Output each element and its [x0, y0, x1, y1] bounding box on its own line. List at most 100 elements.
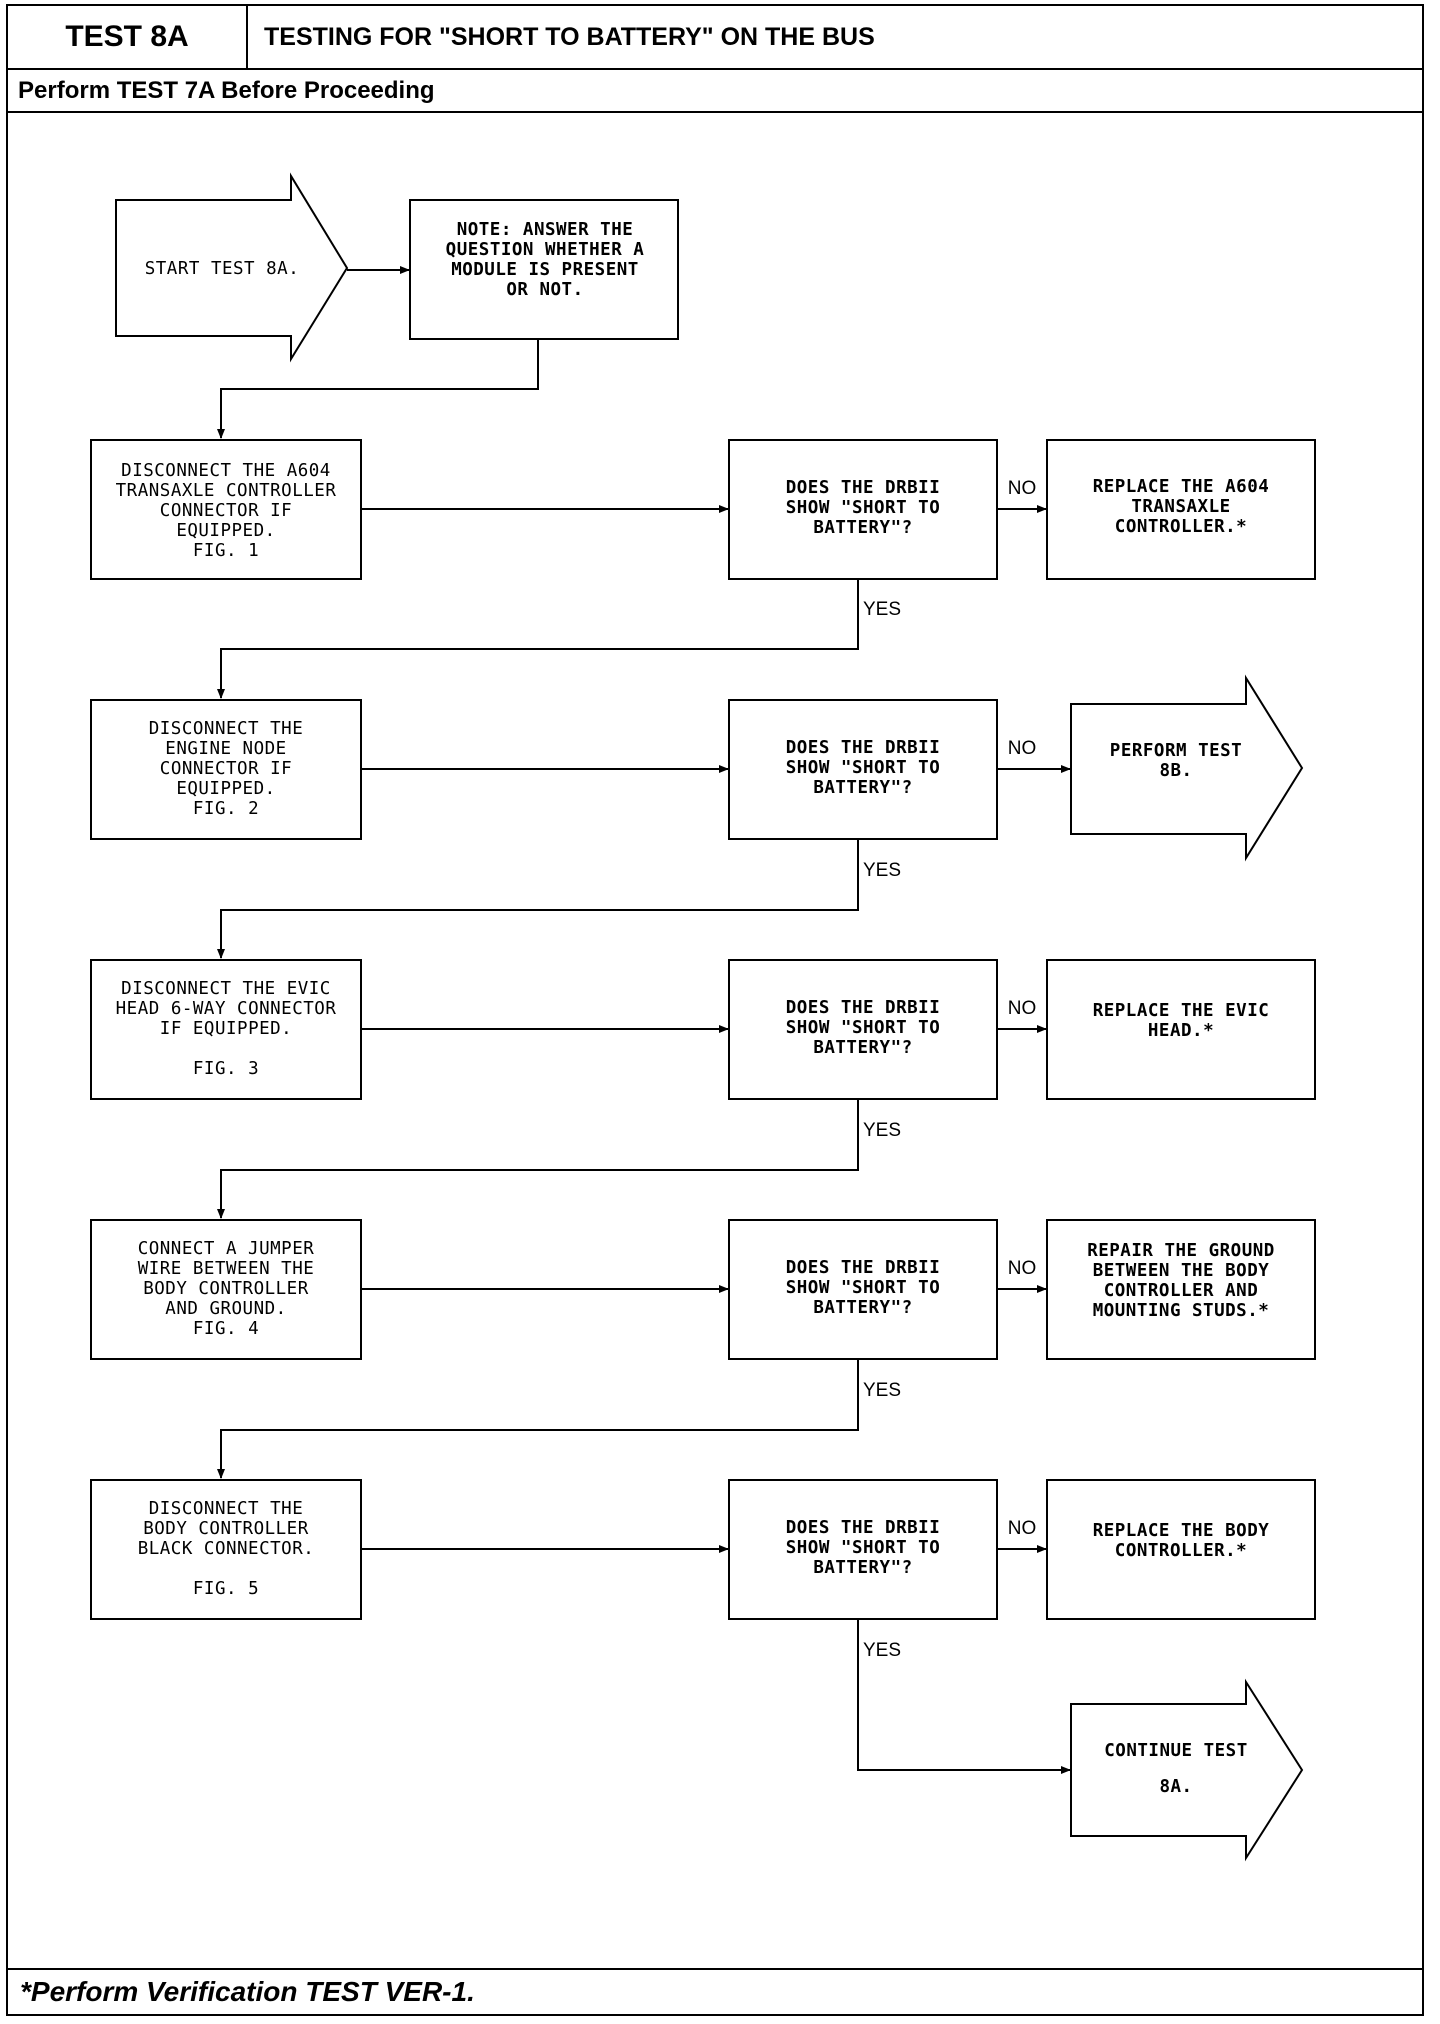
no-label: NO: [1008, 998, 1037, 1019]
result-arrow: [1070, 674, 1304, 862]
no-label: NO: [1008, 1258, 1037, 1279]
question-line: BATTERY"?: [813, 1298, 912, 1318]
result-line: 8B.: [1159, 761, 1192, 781]
step-5: DISCONNECT THE BODY CONTROLLER BLACK CON…: [90, 1479, 1316, 1774]
action-line: FIG. 4: [193, 1319, 259, 1339]
question-box: [728, 699, 998, 840]
action-box: [90, 699, 362, 840]
yes-label: YES: [863, 1380, 901, 1401]
action-box: [90, 1479, 362, 1620]
action-line: FIG. 3: [193, 1059, 259, 1079]
step-3: DISCONNECT THE EVIC HEAD 6-WAY CONNECTOR…: [90, 959, 1316, 1219]
action-line: HEAD 6-WAY CONNECTOR: [116, 999, 337, 1019]
result-line: TRANSAXLE: [1131, 497, 1230, 517]
connector: [217, 1099, 859, 1219]
action-line: CONNECT A JUMPER: [138, 1239, 315, 1259]
start-label: START TEST 8A.: [145, 259, 300, 279]
result-line: PERFORM TEST: [1110, 741, 1242, 761]
note-line: QUESTION WHETHER A: [446, 240, 645, 260]
footer-note: *Perform Verification TEST VER-1.: [8, 1968, 1422, 2014]
question-line: DOES THE DRBII: [786, 1518, 941, 1538]
result-line: REPLACE THE A604: [1093, 477, 1270, 497]
action-line: DISCONNECT THE: [149, 1499, 304, 1519]
note-line: NOTE: ANSWER THE: [457, 220, 634, 240]
result-line: REPLACE THE BODY: [1093, 1521, 1270, 1541]
end-line: 8A.: [1159, 1777, 1192, 1797]
result-box: [1046, 439, 1316, 580]
result-line: CONTROLLER.*: [1115, 1541, 1247, 1561]
note-box: NOTE: ANSWER THE QUESTION WHETHER A MODU…: [409, 199, 679, 340]
action-line: TRANSAXLE CONTROLLER: [116, 481, 337, 501]
result-box: [1046, 1479, 1316, 1620]
yes-label: YES: [863, 599, 901, 620]
action-box: [90, 959, 362, 1100]
connector: [217, 579, 859, 699]
note-line: MODULE IS PRESENT: [451, 260, 639, 280]
question-line: BATTERY"?: [813, 1038, 912, 1058]
no-label: NO: [1008, 738, 1037, 759]
action-line: EQUIPPED.: [176, 521, 275, 541]
question-line: SHOW "SHORT TO: [786, 1278, 941, 1298]
question-line: DOES THE DRBII: [786, 998, 941, 1018]
action-box: [90, 439, 362, 580]
action-line: FIG. 5: [193, 1579, 259, 1599]
result-line: MOUNTING STUDS.*: [1093, 1301, 1270, 1321]
action-line: FIG. 1: [193, 541, 259, 561]
result-line: CONTROLLER AND: [1104, 1281, 1259, 1301]
question-line: BATTERY"?: [813, 1558, 912, 1578]
action-line: DISCONNECT THE: [149, 719, 304, 739]
end-line: CONTINUE TEST: [1104, 1741, 1247, 1761]
action-line: CONNECTOR IF: [160, 759, 292, 779]
result-line: CONTROLLER.*: [1115, 517, 1247, 537]
action-line: CONNECTOR IF: [160, 501, 292, 521]
action-line: AND GROUND.: [165, 1299, 286, 1319]
page-title: TESTING FOR "SHORT TO BATTERY" ON THE BU…: [248, 6, 1422, 70]
question-line: DOES THE DRBII: [786, 478, 941, 498]
no-label: NO: [1008, 1518, 1037, 1539]
connector: [217, 339, 539, 439]
question-box: [728, 959, 998, 1100]
question-line: SHOW "SHORT TO: [786, 498, 941, 518]
action-line: BLACK CONNECTOR.: [138, 1539, 315, 1559]
result-line: HEAD.*: [1148, 1021, 1214, 1041]
question-box: [728, 1219, 998, 1360]
action-line: DISCONNECT THE A604: [121, 461, 331, 481]
step-1: DISCONNECT THE A604 TRANSAXLE CONTROLLER…: [90, 439, 1316, 699]
connector: [857, 1619, 1071, 1774]
action-line: IF EQUIPPED.: [160, 1019, 292, 1039]
action-line: EQUIPPED.: [176, 779, 275, 799]
result-line: REPLACE THE EVIC: [1093, 1001, 1270, 1021]
question-line: SHOW "SHORT TO: [786, 1538, 941, 1558]
yes-label: YES: [863, 860, 901, 881]
action-line: FIG. 2: [193, 799, 259, 819]
action-line: WIRE BETWEEN THE: [138, 1259, 315, 1279]
action-line: BODY CONTROLLER: [143, 1279, 309, 1299]
test-id: TEST 8A: [8, 6, 248, 70]
question-line: SHOW "SHORT TO: [786, 758, 941, 778]
no-label: NO: [1008, 478, 1037, 499]
question-box: [728, 439, 998, 580]
question-line: BATTERY"?: [813, 778, 912, 798]
action-line: BODY CONTROLLER: [143, 1519, 309, 1539]
start-node: START TEST 8A.: [115, 172, 349, 363]
question-line: SHOW "SHORT TO: [786, 1018, 941, 1038]
end-node: CONTINUE TEST 8A.: [1070, 1678, 1304, 1862]
yes-label: YES: [863, 1120, 901, 1141]
connector: [217, 1359, 859, 1479]
step-2: DISCONNECT THE ENGINE NODE CONNECTOR IF …: [90, 674, 1304, 959]
action-line: ENGINE NODE: [165, 739, 286, 759]
question-line: DOES THE DRBII: [786, 1258, 941, 1278]
result-line: REPAIR THE GROUND: [1087, 1241, 1275, 1261]
question-box: [728, 1479, 998, 1620]
connector: [217, 839, 859, 959]
result-line: BETWEEN THE BODY: [1093, 1261, 1270, 1281]
question-line: DOES THE DRBII: [786, 738, 941, 758]
yes-label: YES: [863, 1640, 901, 1661]
note-line: OR NOT.: [506, 280, 583, 300]
prerequisite-note: Perform TEST 7A Before Proceeding: [8, 70, 1422, 113]
question-line: BATTERY"?: [813, 518, 912, 538]
result-box: [1046, 1219, 1316, 1360]
result-box: [1046, 959, 1316, 1100]
step-4: CONNECT A JUMPER WIRE BETWEEN THE BODY C…: [90, 1219, 1316, 1479]
